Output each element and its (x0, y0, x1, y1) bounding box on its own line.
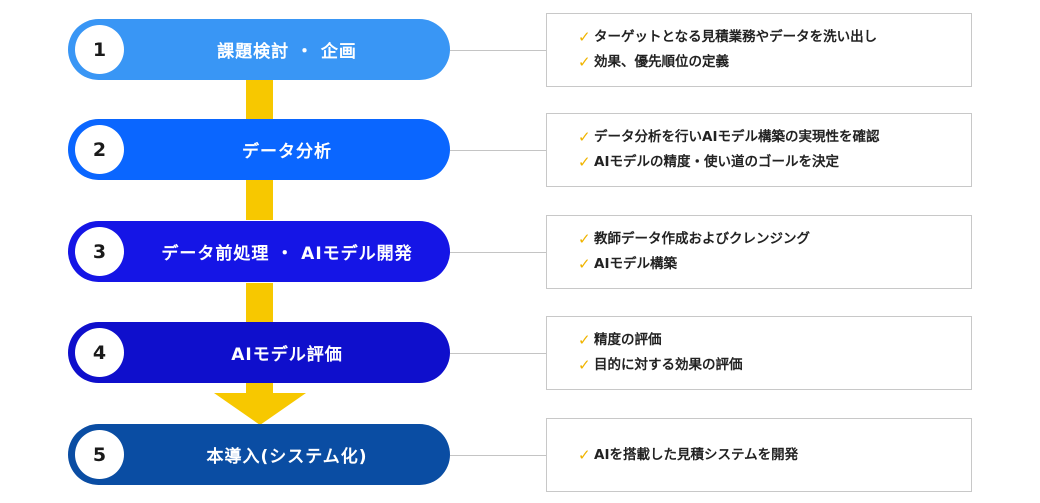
step-2-number: 2 (75, 125, 124, 174)
detail-text: 精度の評価 (594, 332, 662, 348)
check-icon: ✓ (578, 28, 591, 46)
step-4-detail-box: ✓ 精度の評価 ✓ 目的に対する効果の評価 (546, 316, 972, 390)
detail-item: ✓ 教師データ作成およびクレンジング (578, 227, 971, 252)
step-4-pill: 4 AIモデル評価 (68, 322, 450, 383)
step-5-pill: 5 本導入(システム化) (68, 424, 450, 485)
step-3-pill: 3 データ前処理 ・ AIモデル開発 (68, 221, 450, 282)
check-icon: ✓ (578, 230, 591, 248)
step-3-link-line (450, 252, 546, 253)
step-2-link-line (450, 150, 546, 151)
flow-connector-2 (246, 180, 273, 220)
detail-text: 教師データ作成およびクレンジング (594, 231, 810, 247)
step-3-detail-box: ✓ 教師データ作成およびクレンジング ✓ AIモデル構築 (546, 215, 972, 289)
check-icon: ✓ (578, 331, 591, 349)
check-icon: ✓ (578, 153, 591, 171)
flow-connector-3 (246, 283, 273, 323)
detail-item: ✓ ターゲットとなる見積業務やデータを洗い出し (578, 25, 971, 50)
detail-text: データ分析を行いAIモデル構築の実現性を確認 (594, 129, 880, 145)
flow-arrow-down-icon (214, 393, 306, 425)
step-4-label: AIモデル評価 (231, 345, 343, 365)
step-2-label: データ分析 (242, 142, 332, 162)
step-5-link-line (450, 455, 546, 456)
detail-text: AIを搭載した見積システムを開発 (594, 446, 799, 463)
check-icon: ✓ (578, 128, 591, 146)
step-4-link-line (450, 353, 546, 354)
detail-item: ✓ 精度の評価 (578, 328, 971, 353)
detail-item: ✓ 効果、優先順位の定義 (578, 50, 971, 75)
detail-item: ✓ AIモデルの精度・使い道のゴールを決定 (578, 150, 971, 175)
step-5-number: 5 (75, 430, 124, 479)
step-2-detail-box: ✓ データ分析を行いAIモデル構築の実現性を確認 ✓ AIモデルの精度・使い道の… (546, 113, 972, 187)
step-3-label: データ前処理 ・ AIモデル開発 (161, 244, 413, 264)
step-5-detail-box: ✓ AIを搭載した見積システムを開発 (546, 418, 972, 492)
step-5-label: 本導入(システム化) (206, 447, 368, 467)
flow-connector-4 (246, 383, 273, 395)
step-1-pill: 1 課題検討 ・ 企画 (68, 19, 450, 80)
check-icon: ✓ (578, 53, 591, 71)
detail-item: ✓ AIモデル構築 (578, 252, 971, 277)
step-1-detail-box: ✓ ターゲットとなる見積業務やデータを洗い出し ✓ 効果、優先順位の定義 (546, 13, 972, 87)
detail-item: ✓ データ分析を行いAIモデル構築の実現性を確認 (578, 125, 971, 150)
detail-text: ターゲットとなる見積業務やデータを洗い出し (594, 29, 878, 45)
detail-text: 目的に対する効果の評価 (594, 357, 743, 373)
detail-text: AIモデル構築 (594, 256, 677, 272)
step-4-number: 4 (75, 328, 124, 377)
check-icon: ✓ (578, 445, 591, 464)
step-3-number: 3 (75, 227, 124, 276)
detail-item: ✓ 目的に対する効果の評価 (578, 353, 971, 378)
step-1-number: 1 (75, 25, 124, 74)
detail-item: ✓ AIを搭載した見積システムを開発 (578, 443, 971, 468)
step-1-link-line (450, 50, 546, 51)
flow-connector-1 (246, 80, 273, 120)
detail-text: 効果、優先順位の定義 (594, 54, 729, 70)
check-icon: ✓ (578, 255, 591, 273)
detail-text: AIモデルの精度・使い道のゴールを決定 (594, 154, 839, 170)
check-icon: ✓ (578, 356, 591, 374)
step-2-pill: 2 データ分析 (68, 119, 450, 180)
step-1-label: 課題検討 ・ 企画 (217, 42, 357, 62)
